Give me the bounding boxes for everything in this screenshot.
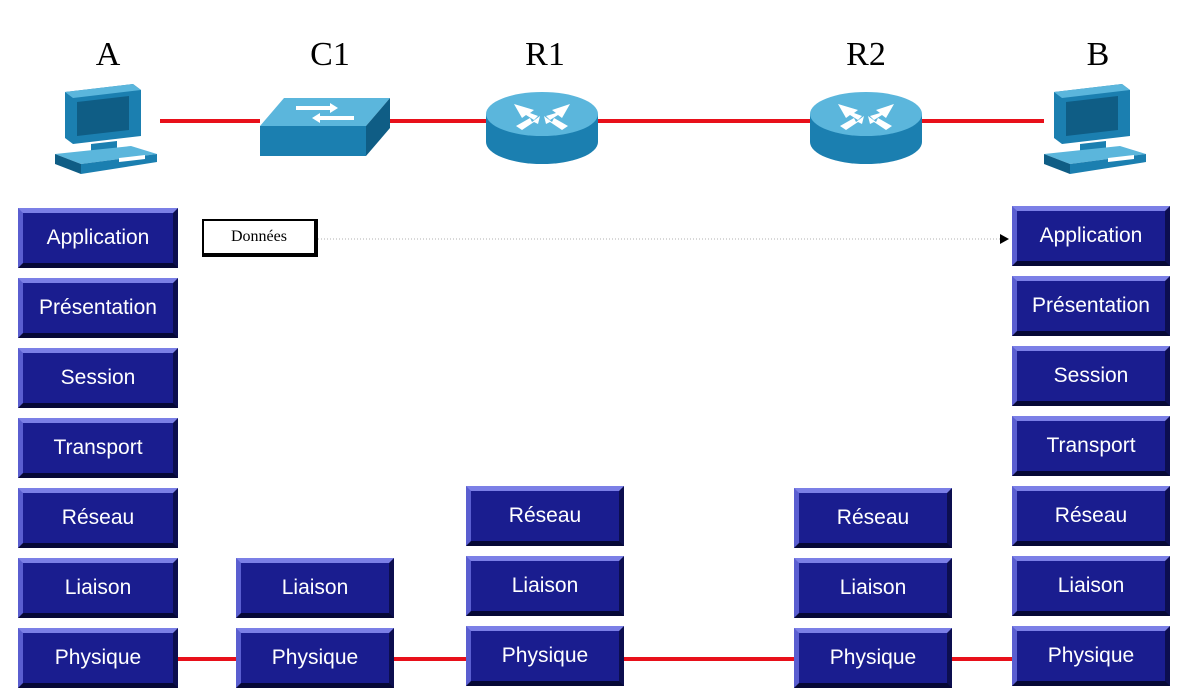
layer-session: Session xyxy=(18,348,178,408)
layer-physical: Physique xyxy=(1012,626,1170,686)
layer-link: Liaison xyxy=(236,558,394,618)
layer-network: Réseau xyxy=(794,488,952,548)
layer-physical: Physique xyxy=(236,628,394,688)
switch-icon xyxy=(260,98,390,156)
layer-network: Réseau xyxy=(466,486,624,546)
label-router-r1: R1 xyxy=(525,36,565,73)
router-icon xyxy=(486,92,598,164)
layer-network: Réseau xyxy=(18,488,178,548)
router-icon xyxy=(810,92,922,164)
layer-presentation: Présentation xyxy=(18,278,178,338)
label-host-a: A xyxy=(95,36,121,73)
layer-link: Liaison xyxy=(18,558,178,618)
layer-presentation: Présentation xyxy=(1012,276,1170,336)
layer-application: Application xyxy=(18,208,178,268)
layer-transport: Transport xyxy=(1012,416,1170,476)
layer-physical: Physique xyxy=(18,628,178,688)
computer-icon xyxy=(1044,84,1146,174)
data-flow-arrowhead xyxy=(1000,234,1009,244)
layer-link: Liaison xyxy=(1012,556,1170,616)
layer-transport: Transport xyxy=(18,418,178,478)
layer-application: Application xyxy=(1012,206,1170,266)
layer-physical: Physique xyxy=(794,628,952,688)
data-box: Données xyxy=(202,219,318,257)
label-router-r2: R2 xyxy=(846,36,886,73)
layer-session: Session xyxy=(1012,346,1170,406)
label-host-b: B xyxy=(1086,36,1110,73)
label-switch-c1: C1 xyxy=(310,36,350,73)
layer-link: Liaison xyxy=(794,558,952,618)
layer-link: Liaison xyxy=(466,556,624,616)
layer-network: Réseau xyxy=(1012,486,1170,546)
computer-icon xyxy=(55,84,157,174)
layer-physical: Physique xyxy=(466,626,624,686)
